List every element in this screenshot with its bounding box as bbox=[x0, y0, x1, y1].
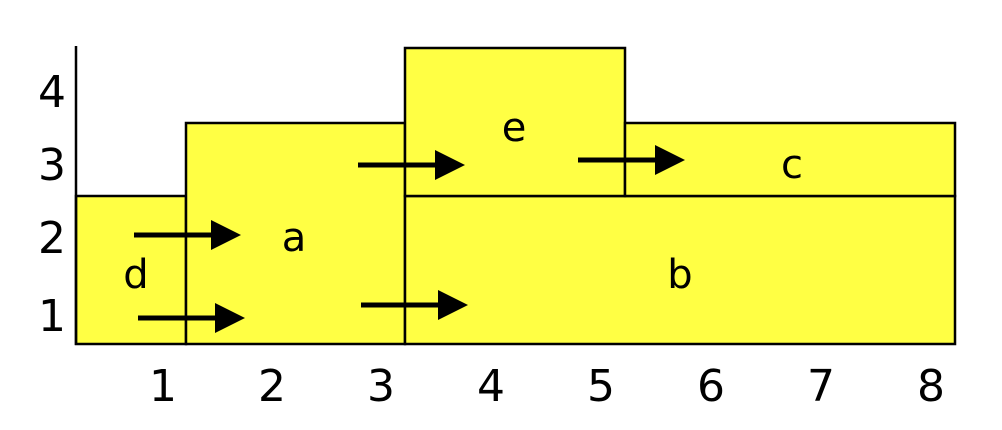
x-tick-label: 8 bbox=[917, 361, 945, 412]
x-tick-label: 5 bbox=[587, 361, 615, 412]
y-tick-label: 1 bbox=[38, 291, 66, 342]
x-tick-label: 4 bbox=[477, 361, 505, 412]
x-tick-label: 1 bbox=[149, 361, 177, 412]
block-a-label: a bbox=[282, 215, 307, 261]
y-tick-label: 4 bbox=[38, 67, 66, 118]
block-e-label: e bbox=[502, 105, 527, 151]
y-tick-label: 2 bbox=[38, 213, 66, 264]
block-d-label: d bbox=[123, 252, 148, 298]
x-tick-label: 3 bbox=[367, 361, 395, 412]
block-c-label: c bbox=[781, 142, 803, 188]
x-tick-label: 7 bbox=[807, 361, 835, 412]
x-tick-label: 6 bbox=[697, 361, 725, 412]
x-tick-label: 2 bbox=[258, 361, 286, 412]
y-tick-label: 3 bbox=[38, 140, 66, 191]
block-b-label: b bbox=[667, 252, 692, 298]
